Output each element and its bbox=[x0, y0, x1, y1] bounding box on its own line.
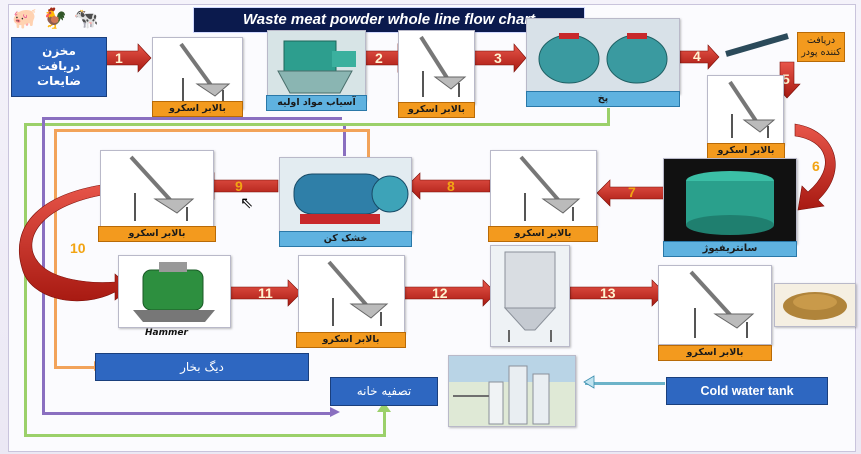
auger-7-image[interactable] bbox=[658, 265, 772, 345]
hammer-mill-icon bbox=[133, 262, 215, 322]
purple-line-mid bbox=[343, 126, 346, 156]
screw-conveyor-icon bbox=[129, 155, 195, 221]
animal-icons: 🐖🐓🐄 bbox=[12, 6, 105, 30]
arrow-11 bbox=[227, 279, 302, 307]
screw-conveyor-icon bbox=[179, 42, 231, 102]
hammer-label: Hammer bbox=[145, 328, 188, 338]
green-line-bottom bbox=[24, 434, 386, 437]
screw-receiver-icon bbox=[725, 33, 789, 57]
screw-conveyor-icon bbox=[728, 80, 776, 138]
teal-line bbox=[585, 382, 665, 385]
step-2: 2 bbox=[375, 50, 383, 66]
centrifuge-label: سانتریفیوژ bbox=[663, 241, 797, 257]
dryer-label: خشک کن bbox=[279, 231, 412, 247]
orange-line-top bbox=[54, 129, 370, 132]
step-10: 10 bbox=[70, 240, 86, 256]
orange-line-bottom bbox=[54, 366, 94, 369]
orange-line-left bbox=[54, 129, 57, 369]
auger-6-label: بالابر اسکرو bbox=[296, 332, 406, 348]
step-4: 4 bbox=[693, 48, 701, 64]
cooker-image[interactable] bbox=[526, 18, 680, 94]
purple-line-left bbox=[42, 117, 45, 414]
boiler-node[interactable]: دیگ بخار bbox=[95, 353, 309, 381]
cooker-label: پخ bbox=[526, 91, 680, 107]
cooling-tower-image[interactable] bbox=[448, 355, 576, 427]
arrow-12 bbox=[402, 279, 497, 307]
powder-pile-icon bbox=[783, 292, 847, 320]
step-5: 5 bbox=[782, 71, 790, 87]
auger-5-image[interactable] bbox=[100, 150, 214, 228]
auger-6-image[interactable] bbox=[298, 255, 405, 333]
teal-arrow bbox=[583, 375, 595, 389]
silo-icon bbox=[503, 251, 557, 342]
screw-conveyor-icon bbox=[689, 270, 755, 338]
auger-4-label: بالابر اسکرو bbox=[488, 226, 598, 242]
dryer-icon bbox=[293, 173, 409, 224]
receiver-label: دریافت کننده پودر bbox=[797, 32, 845, 62]
treatment-label: تصفیه خانه bbox=[356, 384, 412, 398]
crusher-label: آسیاب مواد اولیه bbox=[266, 95, 367, 111]
green-line-up bbox=[383, 410, 386, 437]
auger-7-label: بالابر اسکرو bbox=[658, 345, 772, 361]
arrow-6 bbox=[794, 123, 836, 211]
step-1: 1 bbox=[115, 50, 123, 66]
screw-conveyor-icon bbox=[519, 155, 581, 221]
arrow-10 bbox=[18, 181, 132, 302]
arrow-3 bbox=[473, 43, 527, 73]
arrow-4 bbox=[679, 44, 720, 70]
cold-water-tank-node[interactable]: Cold water tank bbox=[666, 377, 828, 405]
auger-2-image[interactable] bbox=[398, 30, 475, 104]
powder-product-image bbox=[774, 283, 856, 327]
auger-5-label: بالابر اسکرو bbox=[98, 226, 216, 242]
auger-4-image[interactable] bbox=[490, 150, 597, 228]
cold-water-tank-label: Cold water tank bbox=[700, 384, 794, 398]
auger-1-label: بالابر اسکرو bbox=[152, 101, 243, 117]
arrow-1 bbox=[103, 43, 152, 73]
step-9: 9 bbox=[235, 178, 243, 194]
auger-1-image[interactable] bbox=[152, 37, 243, 109]
screw-conveyor-icon bbox=[419, 35, 467, 97]
centrifuge-icon bbox=[686, 171, 774, 235]
purple-arrow-head bbox=[330, 407, 340, 417]
auger-3-image[interactable] bbox=[707, 75, 784, 145]
step-6: 6 bbox=[812, 158, 820, 174]
cooling-tower-icon bbox=[449, 356, 575, 425]
arrow-7 bbox=[596, 179, 666, 207]
purple-line-bottom bbox=[42, 412, 330, 415]
crusher-image[interactable] bbox=[267, 30, 366, 100]
storage-silo-image[interactable] bbox=[490, 245, 570, 347]
step-8: 8 bbox=[447, 178, 455, 194]
raw-store-label: مخزن دریافت ضایعات bbox=[37, 44, 81, 88]
cooker-icon bbox=[538, 33, 668, 84]
step-13: 13 bbox=[600, 285, 616, 301]
hammer-image[interactable] bbox=[118, 255, 231, 328]
chart-title: Waste meat powder whole line flow chart bbox=[193, 7, 585, 33]
auger-3-label: بالابر اسکرو bbox=[707, 143, 785, 159]
arrow-8 bbox=[406, 172, 491, 200]
step-12: 12 bbox=[432, 285, 448, 301]
step-11: 11 bbox=[258, 285, 273, 301]
step-7: 7 bbox=[628, 184, 636, 200]
screw-conveyor-icon bbox=[327, 260, 389, 326]
green-line-top bbox=[24, 123, 610, 126]
arrow-13 bbox=[569, 279, 666, 307]
dryer-image[interactable] bbox=[279, 157, 412, 233]
crusher-icon bbox=[277, 40, 356, 94]
raw-store-node[interactable]: مخزن دریافت ضایعات bbox=[11, 37, 107, 97]
purple-line-top bbox=[42, 117, 342, 120]
auger-2-label: بالابر اسکرو bbox=[398, 102, 475, 118]
mouse-cursor-icon: ⇖ bbox=[240, 193, 254, 212]
green-line-right-drop bbox=[607, 108, 610, 126]
orange-line-mid bbox=[367, 129, 370, 157]
green-arrow-head bbox=[377, 402, 391, 412]
green-line-left bbox=[24, 123, 27, 436]
boiler-label: دیگ بخار bbox=[180, 360, 224, 374]
treatment-node[interactable]: تصفیه خانه bbox=[330, 377, 438, 406]
centrifuge-image[interactable] bbox=[663, 158, 797, 244]
receiver-screw-image[interactable] bbox=[722, 30, 792, 58]
step-3: 3 bbox=[494, 50, 502, 66]
